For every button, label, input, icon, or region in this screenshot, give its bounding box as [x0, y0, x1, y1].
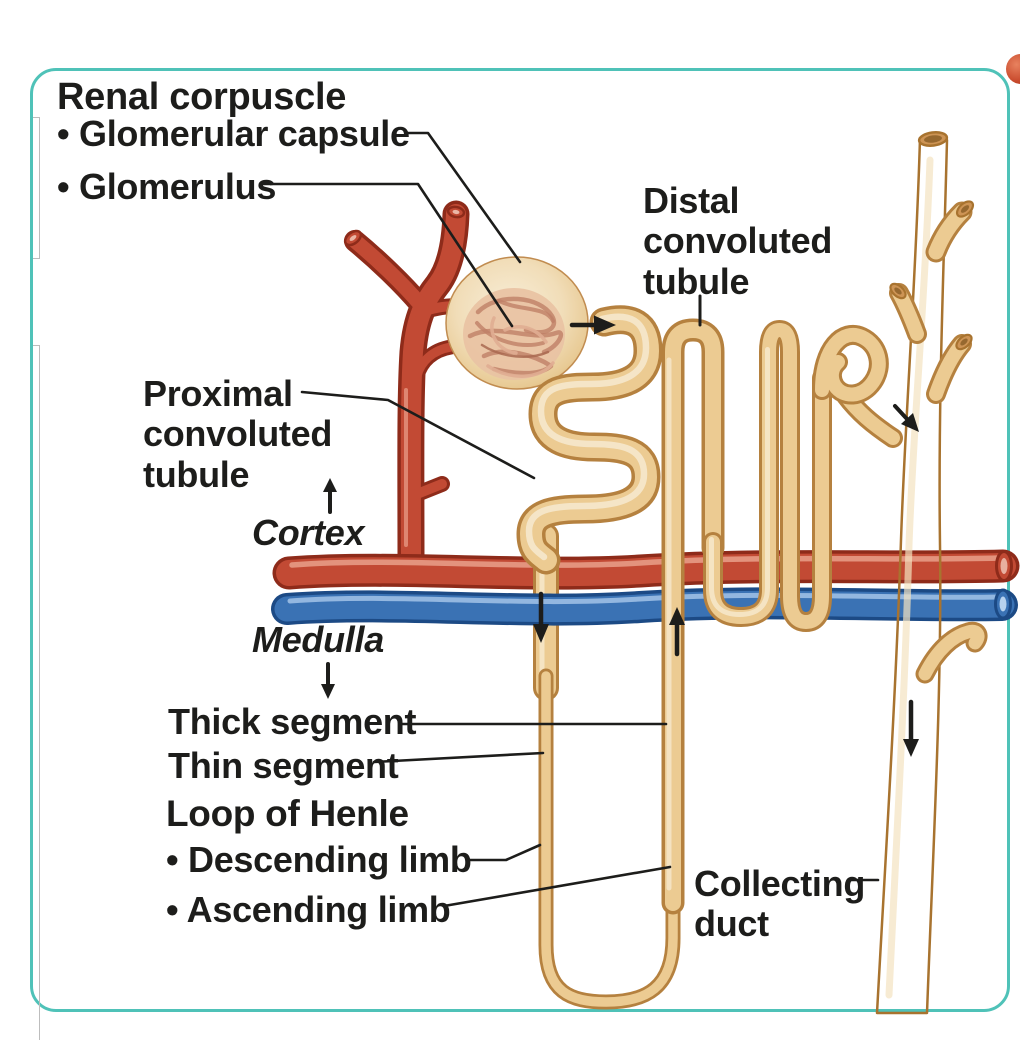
interlobular-vein — [271, 587, 1018, 626]
duct-open-end — [917, 131, 949, 147]
interlobular-artery — [272, 549, 1020, 590]
label-proximal-convoluted-tubule: Proximal convoluted tubule — [143, 373, 333, 495]
glomerular-capsule-graphic — [445, 256, 589, 390]
label-medulla: Medulla — [252, 619, 384, 660]
label-thin-segment: Thin segment — [168, 745, 399, 786]
label-descending-limb: • Descending limb — [166, 839, 472, 880]
distal-tubule-graphic — [703, 320, 903, 632]
artery-cut-end — [343, 229, 363, 247]
medulla-direction-arrow — [321, 662, 335, 699]
flow-arrow-capsule-to-pct — [569, 315, 616, 335]
partial-corner-badge-icon — [1006, 54, 1020, 84]
flow-arrow-collecting-duct — [903, 699, 919, 757]
collecting-duct-graphic — [875, 131, 988, 1015]
label-ascending-limb: • Ascending limb — [166, 889, 451, 930]
flow-arrows — [321, 315, 919, 757]
glomerulus-tangle — [463, 288, 565, 380]
duct-branch-open-end — [955, 200, 975, 218]
label-cortex: Cortex — [252, 512, 365, 553]
proximal-tubule-graphic — [516, 305, 663, 575]
duct-branch-open-end — [889, 282, 907, 300]
artery-cut-end — [446, 205, 466, 219]
background-page-edge — [33, 117, 40, 259]
leader-lines — [260, 131, 880, 908]
cortex-direction-arrow — [323, 478, 337, 514]
flow-arrow-ascending — [669, 607, 685, 657]
background-page-edge — [33, 345, 40, 1040]
label-glomerulus: • Glomerulus — [57, 166, 277, 207]
flow-arrow-descending — [533, 591, 549, 643]
label-thick-segment: Thick segment — [168, 701, 417, 742]
label-renal-corpuscle: Renal corpuscle — [57, 76, 347, 118]
arterial-tree — [343, 200, 472, 580]
label-collecting-duct: Collecting duct — [694, 863, 866, 945]
label-distal-convoluted-tubule: Distal convoluted tubule — [643, 180, 833, 302]
label-loop-of-henle: Loop of Henle — [166, 793, 409, 834]
label-glomerular-capsule: • Glomerular capsule — [57, 113, 410, 154]
loop-of-henle-ascending-graphic — [661, 318, 725, 915]
duct-branch-open-end — [955, 333, 973, 351]
flow-arrow-into-collecting-duct — [893, 404, 919, 432]
